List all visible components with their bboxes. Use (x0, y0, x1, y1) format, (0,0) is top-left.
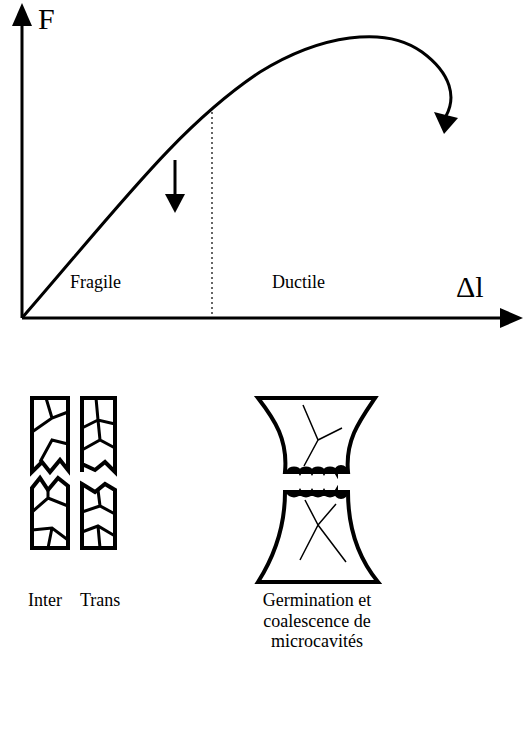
microcavities (288, 492, 346, 497)
transgranular-specimen-top (82, 398, 115, 472)
axis-arrowhead (12, 3, 32, 26)
grain-boundaries (82, 398, 115, 450)
crack-lines (303, 405, 342, 466)
grain-boundaries (32, 490, 68, 548)
regime-label: Fragile (70, 272, 121, 293)
fracture-type-label: Trans (80, 590, 120, 611)
crack-lines (300, 500, 346, 562)
axis-label: F (38, 2, 55, 37)
necked-specimen-bottom (258, 492, 378, 582)
rupture-arrowhead (165, 194, 185, 213)
rupture-arrowhead (434, 112, 458, 134)
brittle-specimens (32, 398, 115, 548)
transgranular-specimen-bottom (82, 484, 115, 548)
microcavities (288, 467, 346, 472)
force-elongation-curve (22, 37, 451, 318)
necked-specimen-top (258, 398, 375, 472)
intergranular-specimen-top (32, 398, 68, 472)
axis-arrowhead (500, 308, 523, 328)
grain-boundaries (32, 398, 68, 462)
elongation-axis (22, 317, 502, 320)
regime-label: Ductile (272, 272, 325, 293)
axes (22, 22, 502, 318)
axis-label: Δl (456, 270, 484, 305)
force-axis (21, 22, 24, 318)
grain-boundaries (82, 490, 115, 548)
ductile-specimen (258, 398, 378, 582)
regime-divider (211, 112, 212, 318)
intergranular-specimen-bottom (32, 478, 68, 548)
mechanism-caption: Germination et coalescence de microcavit… (232, 590, 402, 652)
brittle-rupture-arrow (174, 160, 177, 198)
fracture-type-label: Inter (28, 590, 62, 611)
